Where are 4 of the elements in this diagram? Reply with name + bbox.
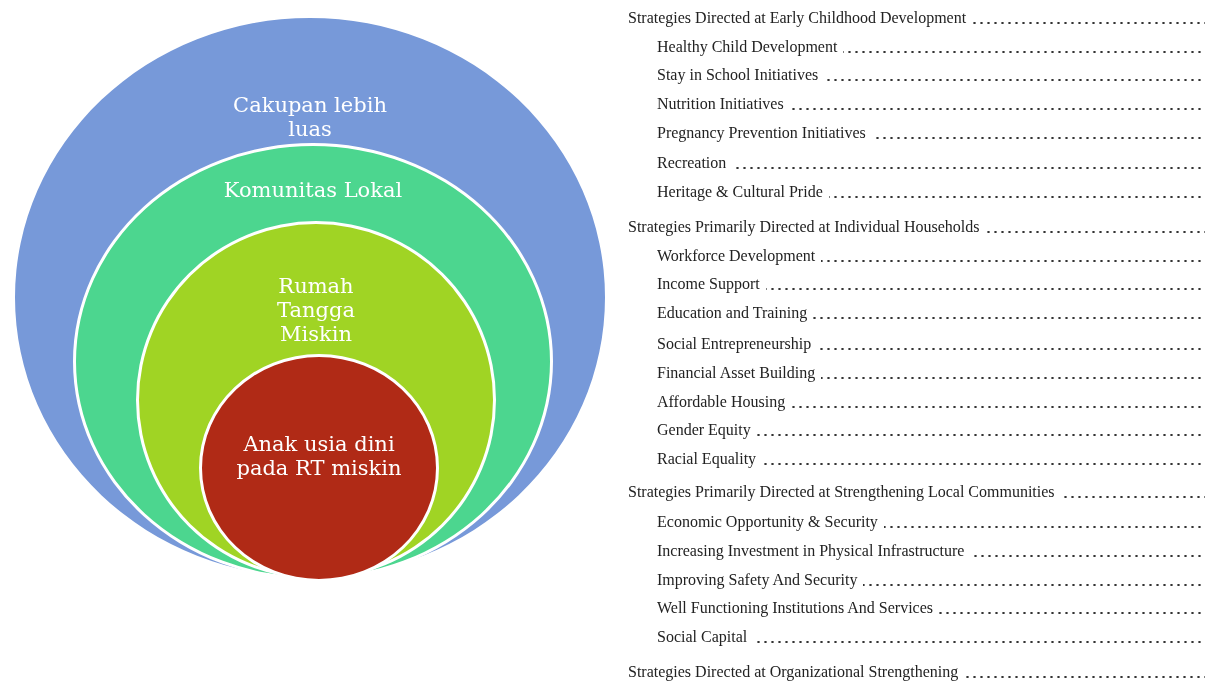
- region-label: Rumah Tangga Miskin: [276, 274, 356, 346]
- region-label: Komunitas Lokal: [222, 178, 404, 202]
- region-label: Cakupan lebih luas: [232, 93, 388, 141]
- region-label: Anak usia dini pada RT miskin: [235, 432, 403, 480]
